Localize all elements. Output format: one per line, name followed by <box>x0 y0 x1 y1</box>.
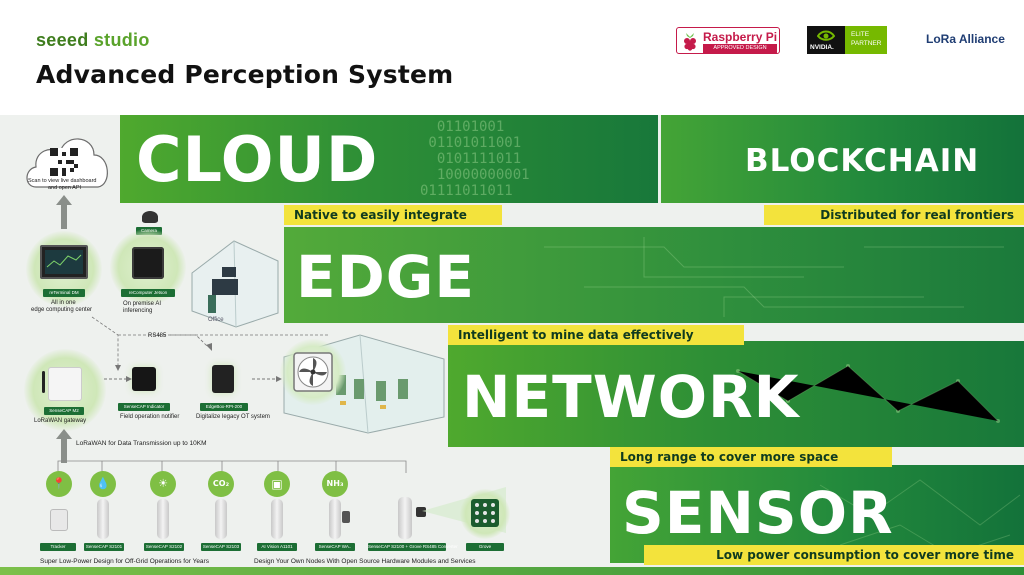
camera-device <box>142 211 158 223</box>
edge-tagline: Native to easily integrate <box>284 205 502 225</box>
gateway-device <box>48 367 82 401</box>
indicator-label: Field operation notifier <box>120 414 180 420</box>
indicator-device <box>132 367 156 391</box>
main-band: 01101001 01101011001 0101111011 10000000… <box>0 115 1024 575</box>
lorawan-text: LoRaWAN for Data Transmission up to 10KM <box>76 440 207 447</box>
edgebox-tag: EdgeBox-RPI-200 <box>200 403 248 411</box>
network-tagline: Intelligent to mine data effectively <box>448 325 744 345</box>
sensor-bottom-tagline: Low power consumption to cover more time <box>644 545 1024 565</box>
rs485-label: RS485 <box>148 333 167 339</box>
seeed-studio-logo: seeed studio <box>36 30 150 50</box>
blockchain-layer: BLOCKCHAIN <box>661 115 1024 203</box>
qr-code-icon <box>50 148 78 176</box>
bottom-strip <box>0 567 1024 575</box>
network-layer: NETWORK <box>448 341 1024 447</box>
nvidia-name: NVIDIA. <box>810 44 834 51</box>
arrow-to-indicator <box>104 376 132 382</box>
grove-module-icon <box>471 499 499 527</box>
wa-tag: SenseCAP WA.. <box>315 543 355 551</box>
recomputer-device <box>132 247 164 279</box>
grove-tag: Grove <box>466 543 504 551</box>
rpi-badge: APPROVED DESIGN PARTNER <box>703 44 777 60</box>
nvidia-tier-1: ELITE <box>851 31 870 38</box>
page-title: Advanced Perception System <box>36 60 454 89</box>
chart-screen-icon <box>45 250 83 274</box>
sensor-top-tagline: Long range to cover more space <box>610 447 892 467</box>
tracker-tag: Tracker <box>40 543 76 551</box>
nvidia-partner-logo: NVIDIA. ELITE PARTNER <box>807 26 887 54</box>
s2100-device <box>398 497 412 539</box>
edge-layer: EDGE <box>284 227 1024 323</box>
raspberry-pi-partner-logo: Raspberry Pi APPROVED DESIGN PARTNER <box>676 27 780 60</box>
office-label: Office <box>208 317 224 323</box>
gateway-label: LoRaWAN gateway <box>34 418 87 424</box>
binary-texture: 01101001 01101011001 0101111011 10000000… <box>420 119 530 199</box>
s2103-device <box>215 499 227 539</box>
blockchain-title: BLOCKCHAIN <box>745 143 980 179</box>
cloud-title: CLOUD <box>136 123 379 196</box>
recomputer-label-1: On premise AI <box>123 301 162 307</box>
s2102-tag: SenseCAP S2102 <box>144 543 184 551</box>
reterminal-label-1: All in one <box>51 300 76 306</box>
reterminal-tag: reTerminal DM <box>43 289 85 297</box>
indicator-tag: SenseCAP Indicator <box>118 403 170 411</box>
nh3-icon: NH₃ <box>322 471 348 497</box>
tracker-device <box>50 509 68 531</box>
arrow-to-factory <box>252 376 282 382</box>
reterminal-label-2: edge computing center <box>31 307 93 313</box>
cloud-layer: 01101001 01101011001 0101111011 10000000… <box>120 115 658 203</box>
footer-right-text: Design Your Own Nodes With Open Source H… <box>254 558 476 565</box>
co2-icon: CO₂ <box>208 471 234 497</box>
s2102-device <box>157 499 169 539</box>
tracker-icon: 📍 <box>46 471 72 497</box>
recomputer-label-2: inferencing <box>123 308 153 314</box>
nvidia-tier-2: PARTNER <box>851 40 882 47</box>
s2103-tag: SenseCAP S2103 <box>201 543 241 551</box>
sensor-title: SENSOR <box>622 479 894 547</box>
recomputer-tag: reComputer Jetson <box>121 289 175 297</box>
edgebox-device <box>212 365 234 393</box>
rpi-name: Raspberry Pi <box>703 30 778 44</box>
sun-icon: ☀ <box>150 471 176 497</box>
scan-text-1: Scan to view live dashboard <box>28 178 97 184</box>
edge-title: EDGE <box>296 243 475 311</box>
footer-left-text: Super Low-Power Design for Off-Grid Oper… <box>40 558 209 565</box>
exhaust-fan-icon <box>293 352 333 392</box>
s2100-tag: SenseCAP S2100 + Grove RS485 Converter <box>368 543 458 551</box>
nvidia-eye-icon <box>817 30 835 41</box>
wa-probe <box>342 511 350 523</box>
edgebox-label: Digitalize legacy OT system <box>196 414 270 420</box>
water-drop-icon: 💧 <box>90 471 116 497</box>
up-arrow-icon <box>56 195 72 229</box>
office-building <box>191 240 279 328</box>
blockchain-tagline: Distributed for real frontiers <box>764 205 1024 225</box>
s2101-tag: SenseCAP S2101 <box>84 543 124 551</box>
raspberry-icon <box>684 33 696 51</box>
lorawan-up-arrow <box>56 429 72 463</box>
gateway-tag: SenseCAP M2 <box>44 407 84 415</box>
connector-lines <box>91 316 330 371</box>
a1101-tag: AI Vision A1101 <box>257 543 297 551</box>
lora-alliance-logo: LoRa Alliance <box>926 32 1005 46</box>
scan-text-2: and open API <box>48 185 82 191</box>
reterminal-device <box>40 245 88 279</box>
wa-device <box>329 499 341 539</box>
gateway-antenna <box>42 371 45 393</box>
network-title: NETWORK <box>462 363 800 431</box>
s2101-device <box>97 499 109 539</box>
lora-name: LoRa Alliance <box>926 32 1005 46</box>
a1101-device <box>271 499 283 539</box>
vision-icon: ▣ <box>264 471 290 497</box>
circuit-texture <box>544 237 1004 317</box>
rs485-converter <box>416 507 426 517</box>
network-texture <box>736 364 1000 423</box>
